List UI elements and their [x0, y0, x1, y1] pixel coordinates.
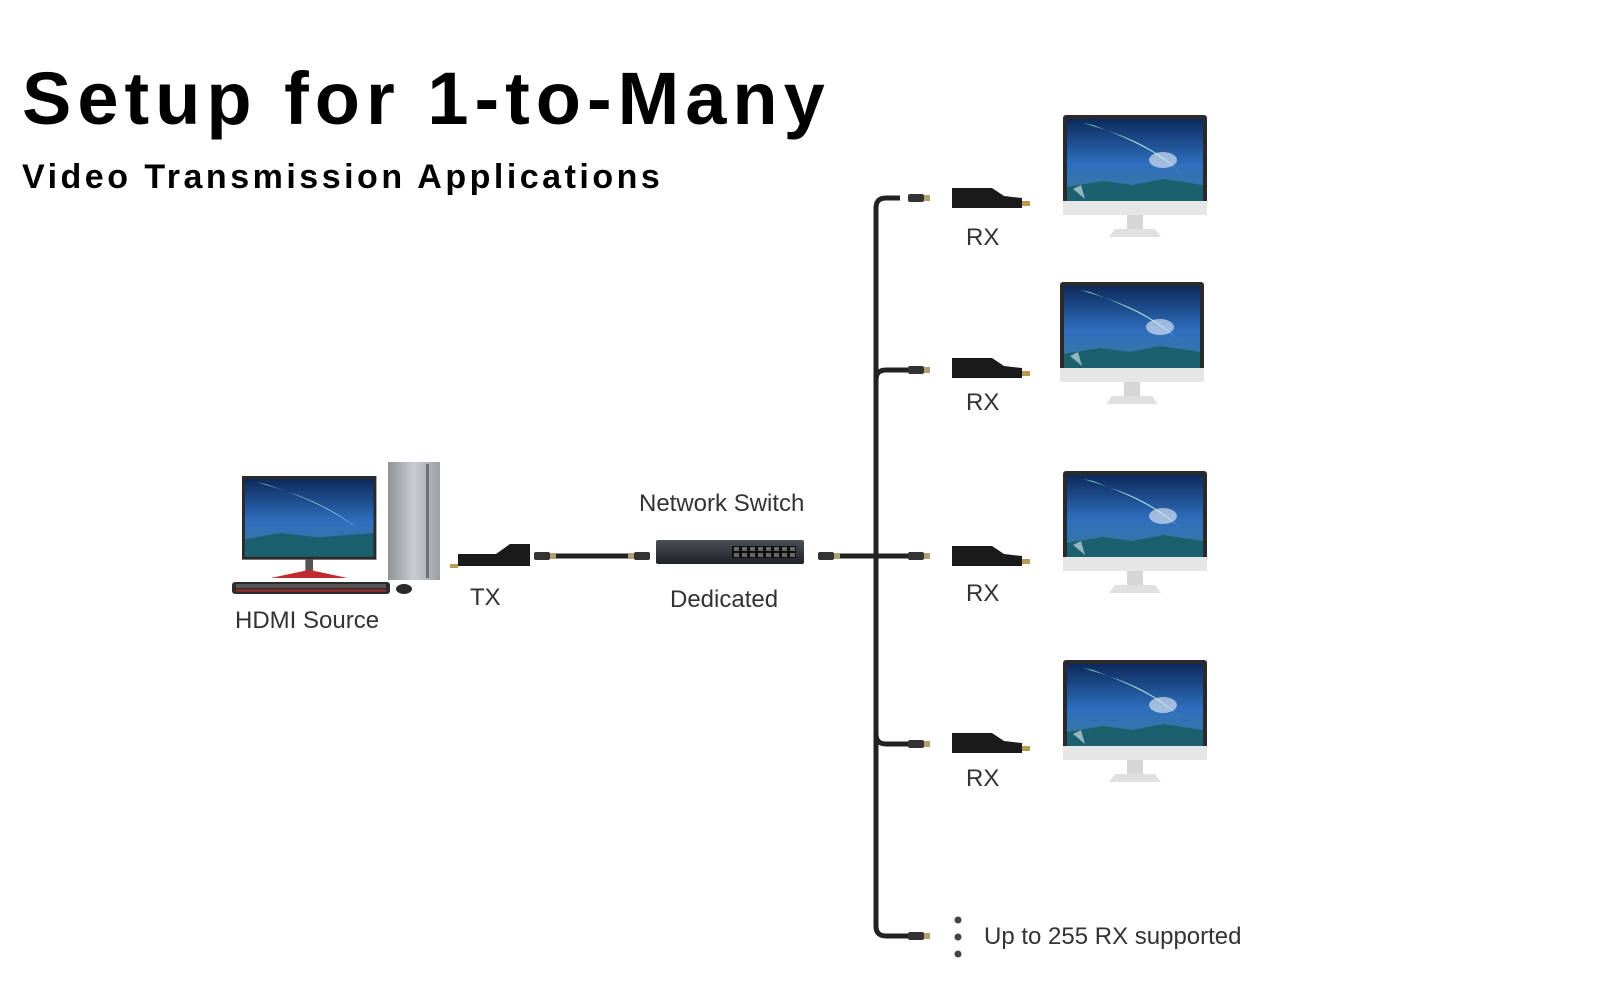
distribution-cables	[834, 195, 910, 939]
more-receivers-ellipsis-icon	[954, 916, 962, 958]
cable-tx-to-switch	[534, 552, 650, 560]
dedicated-label: Dedicated	[670, 586, 779, 613]
hdmi-source-label: HDMI Source	[235, 607, 380, 634]
page-title: Setup for 1-to-Many	[22, 57, 831, 140]
network-switch	[656, 540, 804, 564]
hdmi-source-computer	[232, 462, 440, 594]
tx-transmitter-box	[450, 544, 530, 568]
display-monitor-3	[1063, 471, 1207, 593]
rx-label-1: RX	[966, 224, 1000, 251]
rx-capacity-note: Up to 255 RX supported	[984, 923, 1242, 950]
rx-label-3: RX	[966, 580, 1000, 607]
rx-receiver-box-1	[952, 188, 1030, 208]
rx-label-4: RX	[966, 765, 1000, 792]
rx-receiver-box-2	[952, 358, 1030, 378]
network-switch-label: Network Switch	[639, 490, 805, 517]
display-monitor-4	[1063, 660, 1207, 782]
tx-label: TX	[470, 584, 501, 611]
display-monitor-2	[1060, 282, 1204, 404]
rx-receiver-box-3	[952, 546, 1030, 566]
display-monitor-1	[1063, 115, 1207, 237]
rx-label-2: RX	[966, 389, 1000, 416]
rx-receiver-box-4	[952, 733, 1030, 753]
page-subtitle: Video Transmission Applications	[22, 158, 664, 196]
